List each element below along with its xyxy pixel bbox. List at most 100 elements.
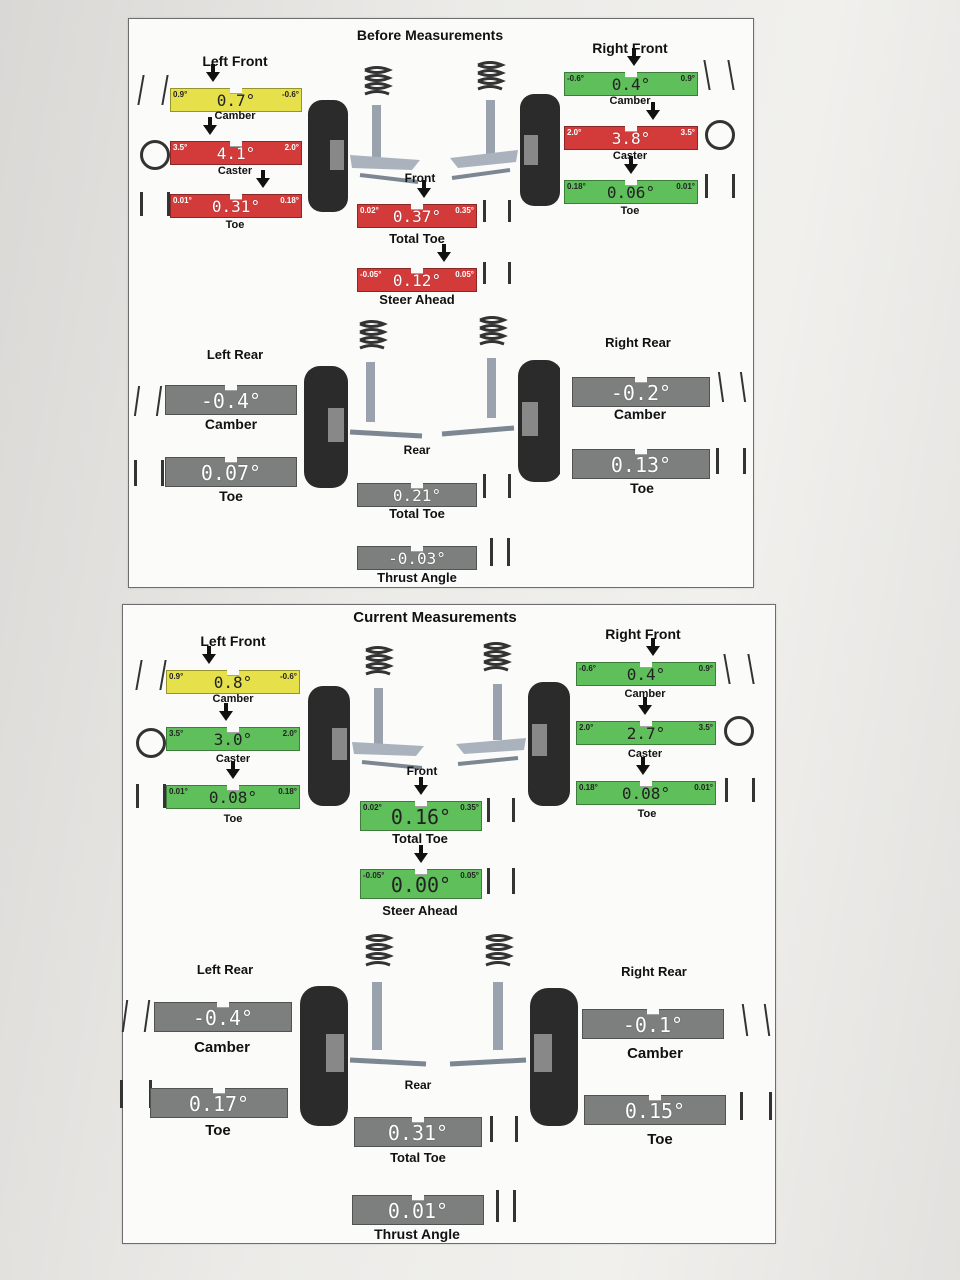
before-lf-camber-gauge: 0.9°-0.6° 0.7° <box>170 64 302 112</box>
current-rear-total-toe-label: Total Toe <box>390 1150 446 1165</box>
wheel-camber-icon <box>703 60 735 90</box>
current-lf-camber-gauge: 0.9°-0.6° 0.8° <box>166 646 300 694</box>
current-rr-camber-label: Camber <box>627 1045 683 1062</box>
before-front-suspension-illustration <box>308 61 560 212</box>
current-rf-toe-label: Toe <box>637 808 657 820</box>
before-lr-camber-gauge: -0.4° <box>165 379 297 415</box>
before-lf-caster-gauge: 3.5°2.0° 4.1° <box>170 117 302 165</box>
toe-icon <box>483 200 511 222</box>
wheel-toe-icon <box>134 460 164 486</box>
before-rf-toe-label: Toe <box>620 205 640 217</box>
current-front-total-toe-gauge: 0.02°0.35° 0.16° <box>360 777 482 831</box>
current-rf-caster-label: Caster <box>627 748 663 760</box>
wheel-toe-icon <box>725 778 755 802</box>
current-lr-toe-gauge: 0.17° <box>150 1082 288 1118</box>
wheel-caster-icon <box>140 140 170 170</box>
current-front-total-toe-label: Total Toe <box>392 831 448 846</box>
current-rf-caster-gauge: 2.0°3.5° 2.7° <box>576 697 716 745</box>
current-rear-suspension-illustration <box>300 934 578 1126</box>
wheel-toe-icon <box>120 1080 152 1108</box>
before-lr-toe-gauge: 0.07° <box>165 451 297 487</box>
current-lf-caster-gauge: 3.5°2.0° 3.0° <box>166 703 300 751</box>
toe-icon <box>490 1116 518 1142</box>
wheel-toe-icon <box>740 1092 772 1120</box>
current-rr-camber-gauge: -0.1° <box>582 1003 724 1039</box>
current-lf-caster-label: Caster <box>215 753 251 765</box>
current-rr-toe-gauge: 0.15° <box>584 1089 726 1125</box>
before-lf-camber-label: Camber <box>214 110 256 122</box>
before-title: Before Measurements <box>356 27 504 43</box>
current-left-rear-heading: Left Rear <box>196 962 254 977</box>
before-front-total-toe-gauge: 0.02°0.35° 0.37° <box>357 180 477 228</box>
wheel-toe-icon <box>705 174 735 198</box>
before-steer-ahead-gauge: -0.05°0.05° 0.12° <box>357 244 477 292</box>
before-lr-camber-label: Camber <box>204 416 258 432</box>
before-rr-camber-label: Camber <box>613 406 667 422</box>
before-thrust-angle-gauge: -0.03° <box>357 540 477 570</box>
before-lr-toe-label: Toe <box>219 488 243 504</box>
before-left-rear-heading: Left Rear <box>206 347 264 362</box>
wheel-camber-icon <box>717 372 747 402</box>
before-rr-toe-gauge: 0.13° <box>572 443 710 479</box>
current-lf-camber-label: Camber <box>212 693 254 705</box>
current-title: Current Measurements <box>353 609 517 626</box>
wheel-camber-icon <box>121 1000 151 1032</box>
wheel-caster-icon <box>136 728 166 758</box>
before-front-total-toe-label: Total Toe <box>389 231 445 246</box>
before-lf-toe-label: Toe <box>225 219 245 231</box>
current-rear-label: Rear <box>404 1078 432 1092</box>
before-thrust-angle-label: Thrust Angle <box>377 570 457 585</box>
before-rr-camber-gauge: -0.2° <box>572 371 710 407</box>
before-rear-suspension-illustration <box>304 316 560 488</box>
wheel-camber-icon <box>723 654 755 684</box>
before-rf-caster-gauge: 2.0°3.5° 3.8° <box>564 102 698 150</box>
current-front-label: Front <box>406 764 438 778</box>
before-rear-total-toe-gauge: 0.21° <box>357 477 477 507</box>
current-rear-total-toe-gauge: 0.31° <box>354 1111 482 1147</box>
before-left-front-heading: Left Front <box>202 53 268 69</box>
toe-icon <box>483 474 511 498</box>
current-front-suspension-illustration <box>308 642 570 806</box>
before-lf-caster-label: Caster <box>217 165 253 177</box>
toe-icon <box>487 798 515 822</box>
wheel-camber-icon <box>133 386 163 416</box>
current-lr-toe-label: Toe <box>205 1122 231 1139</box>
wheel-camber-icon <box>741 1004 771 1036</box>
current-rr-toe-label: Toe <box>647 1131 673 1148</box>
thrust-angle-icon <box>490 538 510 566</box>
current-rf-toe-gauge: 0.18°0.01° 0.08° <box>576 757 716 805</box>
current-left-front-heading: Left Front <box>200 633 266 649</box>
before-right-front-heading: Right Front <box>592 40 668 56</box>
current-thrust-angle-gauge: 0.01° <box>352 1189 484 1225</box>
current-rf-camber-gauge: -0.6°0.9° 0.4° <box>576 638 716 686</box>
before-steer-ahead-label: Steer Ahead <box>379 292 455 307</box>
wheel-toe-icon <box>136 784 166 808</box>
current-steer-ahead-gauge: -0.05°0.05° 0.00° <box>360 845 482 899</box>
thrust-angle-icon <box>496 1190 516 1222</box>
current-lf-toe-gauge: 0.01°0.18° 0.08° <box>166 761 300 809</box>
current-right-front-heading: Right Front <box>605 626 681 642</box>
wheel-caster-icon <box>724 716 754 746</box>
current-steer-ahead-label: Steer Ahead <box>382 903 458 918</box>
current-lr-camber-label: Camber <box>194 1039 250 1056</box>
before-rear-total-toe-label: Total Toe <box>389 506 445 521</box>
current-lr-camber-gauge: -0.4° <box>154 996 292 1032</box>
before-rear-label: Rear <box>403 443 431 457</box>
before-rr-toe-label: Toe <box>630 480 654 496</box>
wheel-camber-icon <box>137 75 169 105</box>
wheel-toe-icon <box>140 192 170 216</box>
before-right-rear-heading: Right Rear <box>605 335 671 350</box>
before-rf-toe-gauge: 0.18°0.01° 0.06° <box>564 156 698 204</box>
steer-icon <box>487 868 515 894</box>
current-lf-toe-label: Toe <box>223 813 243 825</box>
wheel-camber-icon <box>135 660 167 690</box>
before-lf-toe-gauge: 0.01°0.18° 0.31° <box>170 170 302 218</box>
wheel-toe-icon <box>716 448 746 474</box>
wheel-caster-icon <box>705 120 735 150</box>
steer-icon <box>483 262 511 284</box>
before-front-label: Front <box>404 171 436 185</box>
before-rf-camber-label: Camber <box>609 95 651 107</box>
current-thrust-angle-label: Thrust Angle <box>374 1226 460 1242</box>
current-right-rear-heading: Right Rear <box>621 964 687 979</box>
before-rf-camber-gauge: -0.6°0.9° 0.4° <box>564 48 698 96</box>
